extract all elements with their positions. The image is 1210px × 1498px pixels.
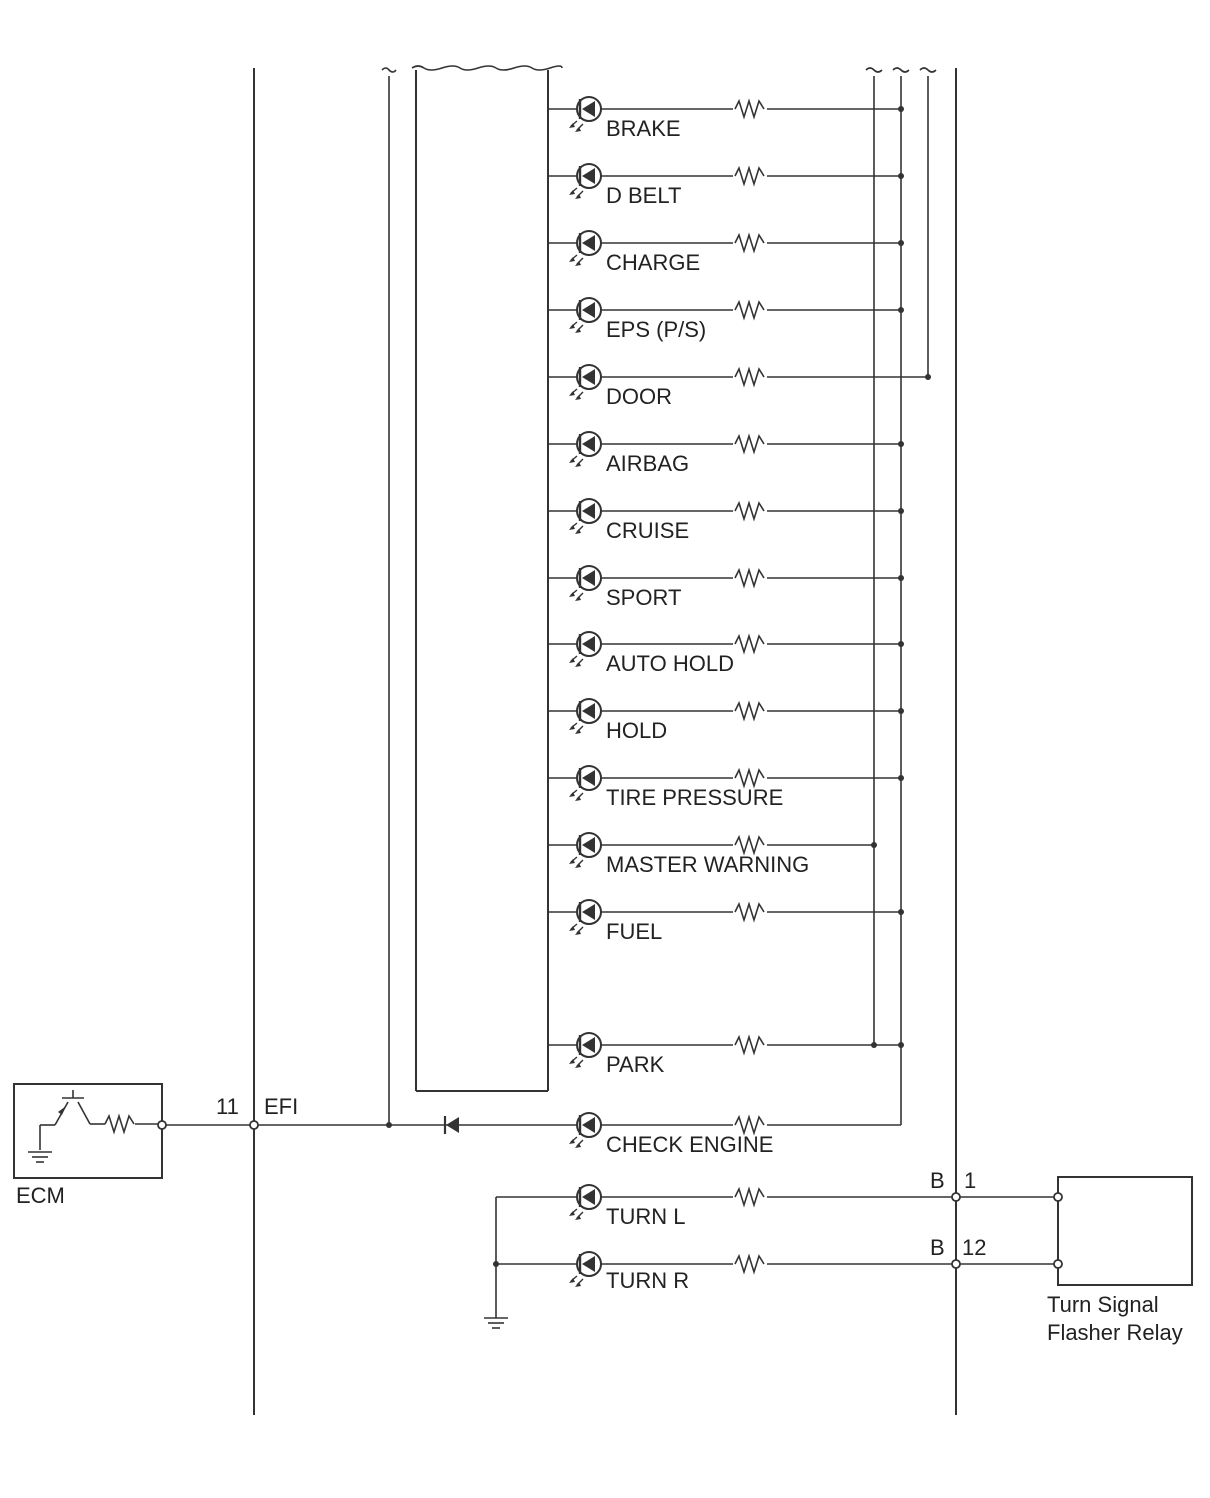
lamp-label: AIRBAG: [606, 451, 689, 476]
turn-l-lamp-icon: [567, 1183, 603, 1222]
warning-lamp-icon: [567, 831, 603, 870]
turn-r-lamp-icon: [567, 1250, 603, 1289]
junction-dot: [898, 173, 904, 179]
junction-dot: [898, 909, 904, 915]
warning-lamp-row: FUEL: [548, 898, 904, 944]
junction-dot: [898, 708, 904, 714]
junction-dot: [898, 641, 904, 647]
check-engine-lamp-icon: [567, 1111, 603, 1150]
flasher-relay-box: [1053, 1176, 1193, 1286]
turn-l-terminal: [951, 1192, 961, 1202]
warning-lamp-row: PARK: [548, 1031, 904, 1077]
ecm-label: ECM: [16, 1183, 65, 1208]
meter-box: [411, 65, 563, 1092]
junction-dot: [898, 307, 904, 313]
diode-symbol: [443, 1116, 459, 1134]
warning-lamp-icon: [567, 697, 603, 736]
junction-dot: [898, 106, 904, 112]
turn-r-connector: B: [930, 1235, 945, 1260]
warning-lamp-icon: [567, 296, 603, 335]
turn-r-pin: 12: [962, 1235, 986, 1260]
turn-ground-icon: [483, 1317, 509, 1329]
lamp-label: TIRE PRESSURE: [606, 785, 783, 810]
junction-dot: [871, 842, 877, 848]
lamp-label: BRAKE: [606, 116, 681, 141]
junction-dot: [898, 775, 904, 781]
warning-lamp-icon: [567, 898, 603, 937]
turn-r-terminal: [951, 1259, 961, 1269]
warning-lamp-row: TIRE PRESSURE: [548, 764, 904, 810]
check-engine-circuit: CHECK ENGINE 11 EFI: [162, 1094, 901, 1157]
lamp-label: PARK: [606, 1052, 665, 1077]
warning-lamp-row: EPS (P/S): [548, 296, 904, 342]
efi-branch-break: [381, 67, 397, 73]
warning-lamp-row: CRUISE: [548, 497, 904, 543]
lamp-label: CHARGE: [606, 250, 700, 275]
warning-lamp-icon: [567, 95, 603, 134]
junction-dot: [898, 240, 904, 246]
junction-dot: [898, 508, 904, 514]
warning-lamp-row: AUTO HOLD: [548, 630, 904, 676]
warning-lamp-list: BRAKE D BELT CHARGE EPS (P/S) DOOR AIRBAG CRUI…: [548, 95, 931, 1077]
lamp-label: MASTER WARNING: [606, 852, 809, 877]
warning-lamp-icon: [567, 430, 603, 469]
lamp-label: EPS (P/S): [606, 317, 706, 342]
warning-lamp-icon: [567, 564, 603, 603]
junction-dot: [898, 575, 904, 581]
junction-dot: [871, 1042, 877, 1048]
efi-terminal: [249, 1120, 259, 1130]
warning-lamp-icon: [567, 363, 603, 402]
junction-dot: [898, 1042, 904, 1048]
turn-l-connector: B: [930, 1168, 945, 1193]
lamp-label: HOLD: [606, 718, 667, 743]
warning-lamp-icon: [567, 497, 603, 536]
lamp-label: DOOR: [606, 384, 672, 409]
efi-label: EFI: [264, 1094, 298, 1119]
warning-lamp-icon: [567, 1031, 603, 1070]
lamp-label: SPORT: [606, 585, 681, 610]
warning-lamp-icon: [567, 630, 603, 669]
warning-lamp-icon: [567, 764, 603, 803]
warning-lamp-icon: [567, 162, 603, 201]
lamp-label: D BELT: [606, 183, 681, 208]
return-line-breaks: [865, 67, 937, 73]
lamp-label: FUEL: [606, 919, 662, 944]
turn-l-label: TURN L: [606, 1204, 685, 1229]
junction-dot: [898, 441, 904, 447]
warning-lamp-row: D BELT: [548, 162, 904, 208]
check-engine-label: CHECK ENGINE: [606, 1132, 773, 1157]
warning-lamp-row: MASTER WARNING: [548, 831, 877, 877]
turn-r-label: TURN R: [606, 1268, 689, 1293]
warning-lamp-row: DOOR: [548, 363, 931, 409]
lamp-label: CRUISE: [606, 518, 689, 543]
junction-dot: [925, 374, 931, 380]
warning-lamp-row: AIRBAG: [548, 430, 904, 476]
warning-lamp-icon: [567, 229, 603, 268]
turn-l-pin: 1: [964, 1168, 976, 1193]
warning-lamp-row: BRAKE: [548, 95, 904, 141]
ecm-terminal: [157, 1120, 167, 1130]
ecm-box: [13, 1083, 167, 1179]
relay-label-line1: Turn Signal: [1047, 1292, 1159, 1317]
lamp-label: AUTO HOLD: [606, 651, 734, 676]
warning-lamp-row: HOLD: [548, 697, 904, 743]
turn-signal-circuit: TURN L TURN R B 1 B 12: [483, 1168, 1058, 1329]
warning-lamp-row: SPORT: [548, 564, 904, 610]
warning-lamp-row: CHARGE: [548, 229, 904, 275]
relay-label-line2: Flasher Relay: [1047, 1320, 1183, 1345]
efi-pin-number: 11: [216, 1094, 239, 1119]
